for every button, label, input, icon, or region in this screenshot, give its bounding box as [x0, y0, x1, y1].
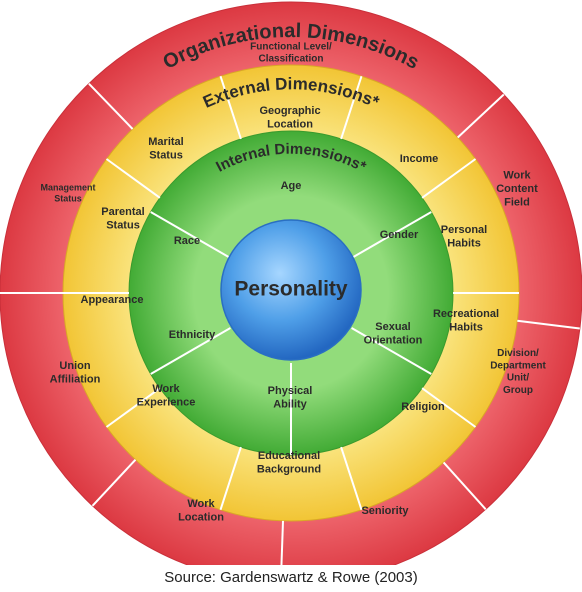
ring-divider-line [442, 461, 487, 510]
ring-divider-line [105, 158, 161, 199]
source-caption: Source: Gardenswartz & Rowe (2003) [164, 569, 418, 586]
ring-divider-line [340, 75, 363, 140]
ring-divider-line [91, 459, 137, 507]
ring-divider-line [517, 319, 580, 330]
ring-divider-line [88, 83, 134, 130]
ring-dividers [0, 75, 580, 565]
ring-divider-line [150, 211, 231, 259]
ring-divider-line [351, 211, 432, 259]
external-dimension-label: Religion [401, 401, 445, 413]
core-label: Personality [234, 278, 348, 301]
ring-divider-line [150, 327, 231, 375]
internal-dimension-label: Age [281, 180, 302, 192]
organizational-dimension-label: Seniority [361, 505, 409, 517]
personality-core [220, 219, 362, 361]
internal-dimension-label: Gender [380, 229, 419, 241]
external-dimension-label: Appearance [81, 294, 144, 306]
ring-divider-line [219, 446, 242, 511]
external-dimension-label: Income [400, 153, 439, 165]
ring-divider-line [421, 158, 477, 199]
diversity-wheel-diagram: Personality Organizational Dimensions Ex… [0, 1, 582, 565]
organizational-dimension-label: Functional Level/Classification [250, 41, 332, 64]
internal-dimension-label: Race [174, 235, 200, 247]
ring-divider-line [105, 387, 161, 428]
ring-divider-line [280, 520, 284, 565]
ring-divider-line [340, 446, 363, 511]
ring-divider-line [421, 387, 477, 428]
ring-divider-line [457, 93, 505, 139]
internal-dimension-label: Ethnicity [169, 329, 216, 341]
ring-divider-line [219, 75, 242, 140]
ring-divider-line [351, 327, 432, 375]
